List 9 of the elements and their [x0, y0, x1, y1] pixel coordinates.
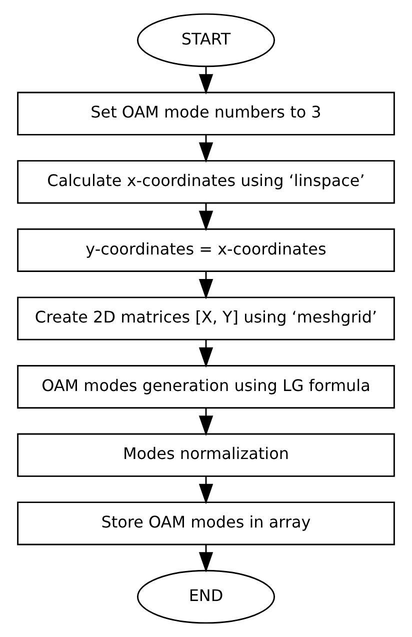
node-box: Calculate x-coordinates using ‘linspace’ [17, 160, 395, 204]
node-box: Modes normalization [17, 433, 395, 477]
node-box: Store OAM modes in array [17, 502, 395, 546]
node-box: Set OAM mode numbers to 3 [17, 92, 395, 136]
node-box: OAM modes generation using LG formula [17, 365, 395, 409]
node-ellipse: START [136, 13, 276, 68]
node-ellipse: END [136, 570, 276, 624]
node-box: y-coordinates = x-coordinates [17, 228, 395, 272]
node-box: Create 2D matrices [X, Y] using ‘meshgrid’ [17, 296, 395, 340]
